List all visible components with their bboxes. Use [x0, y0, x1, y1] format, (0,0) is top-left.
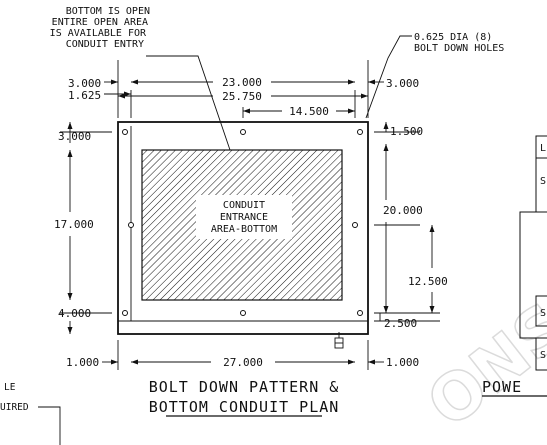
- bottom-dimensions: 1.000 27.000 1.000: [66, 356, 419, 369]
- bolt-hole: [352, 222, 358, 228]
- top-dimensions: 3.000 1.625 23.000 25.750 14.500 3.000: [68, 76, 419, 118]
- conduit-label-1: CONDUIT: [223, 200, 265, 211]
- dim-left-top-offset: 3.000: [68, 77, 101, 90]
- dim-right-top-offset: 3.000: [386, 77, 419, 90]
- dim-left-top-vertical: 3.000: [58, 130, 91, 143]
- bolt-hole: [240, 310, 246, 316]
- right-panel: L S S S POWE: [482, 135, 547, 397]
- note-line-1: BOTTOM IS OPEN: [66, 6, 150, 17]
- bolt-note-line-2: BOLT DOWN HOLES: [414, 43, 504, 54]
- bolt-hole: [122, 310, 128, 316]
- bolt-hole: [240, 129, 246, 135]
- watermark-text: ONS: [414, 289, 547, 442]
- fragment-line-1: LE: [4, 382, 16, 393]
- fragment-box: [38, 406, 61, 445]
- bottom-open-note: BOTTOM IS OPEN ENTIRE OPEN AREA IS AVAIL…: [50, 6, 231, 151]
- note-line-2: ENTIRE OPEN AREA: [52, 17, 148, 28]
- bolt-holes: [122, 129, 363, 316]
- bolt-note-line-1: 0.625 DIA (8): [414, 32, 492, 43]
- conduit-area: CONDUIT ENTRANCE AREA-BOTTOM: [141, 149, 343, 301]
- bolt-holes-note: 0.625 DIA (8) BOLT DOWN HOLES: [365, 32, 504, 119]
- dim-right-lower: 12.500: [408, 275, 448, 288]
- watermark: ONS: [414, 289, 547, 444]
- dim-top-overall: 25.750: [222, 90, 262, 103]
- bolt-hole: [128, 222, 134, 228]
- bolt-hole: [357, 310, 363, 316]
- plan-title: BOLT DOWN PATTERN & BOTTOM CONDUIT PLAN: [149, 378, 340, 417]
- dim-top-span: 23.000: [222, 76, 262, 89]
- bottom-left-fragment: LE UIRED: [0, 382, 61, 445]
- bolt-hole: [122, 129, 128, 135]
- panel-label-2: S: [540, 176, 546, 187]
- dim-bottom-left: 1.000: [66, 356, 99, 369]
- conduit-label-2: ENTRANCE: [220, 212, 268, 223]
- dim-top-center: 14.500: [289, 105, 329, 118]
- ground-icon: [334, 332, 344, 349]
- conduit-label-bg: [196, 195, 292, 239]
- dim-left-middle: 17.000: [54, 218, 94, 231]
- base-outline: [117, 121, 369, 335]
- right-dimensions: 1.500 20.000 12.500 2.500: [379, 122, 448, 330]
- panel-label-1: L: [540, 143, 546, 154]
- dim-bottom-right: 1.000: [386, 356, 419, 369]
- dim-left-inner-offset: 1.625: [68, 89, 101, 102]
- dim-bottom-span: 27.000: [223, 356, 263, 369]
- dim-right-middle: 20.000: [383, 204, 423, 217]
- conduit-label-3: AREA-BOTTOM: [211, 224, 277, 235]
- dim-left-bottom-vertical: 4.000: [58, 307, 91, 320]
- note-leader: [146, 55, 231, 151]
- panel-label-4: S: [540, 350, 546, 361]
- note-line-3: IS AVAILABLE FOR: [50, 28, 147, 39]
- panel-label-3: S: [540, 308, 546, 319]
- note-line-4: CONDUIT ENTRY: [66, 39, 144, 50]
- bolt-hole: [357, 129, 363, 135]
- right-title-fragment: POWE: [482, 378, 522, 396]
- left-dimensions: 3.000 17.000 4.000: [54, 122, 94, 334]
- dim-right-top-small: 1.500: [390, 125, 423, 138]
- extension-lines: [60, 60, 440, 370]
- title-line-2: BOTTOM CONDUIT PLAN: [149, 398, 340, 416]
- fragment-line-2: UIRED: [0, 402, 29, 413]
- title-line-1: BOLT DOWN PATTERN &: [149, 378, 340, 396]
- bolt-note-leader: [365, 35, 412, 119]
- dim-right-bottom: 2.500: [384, 317, 417, 330]
